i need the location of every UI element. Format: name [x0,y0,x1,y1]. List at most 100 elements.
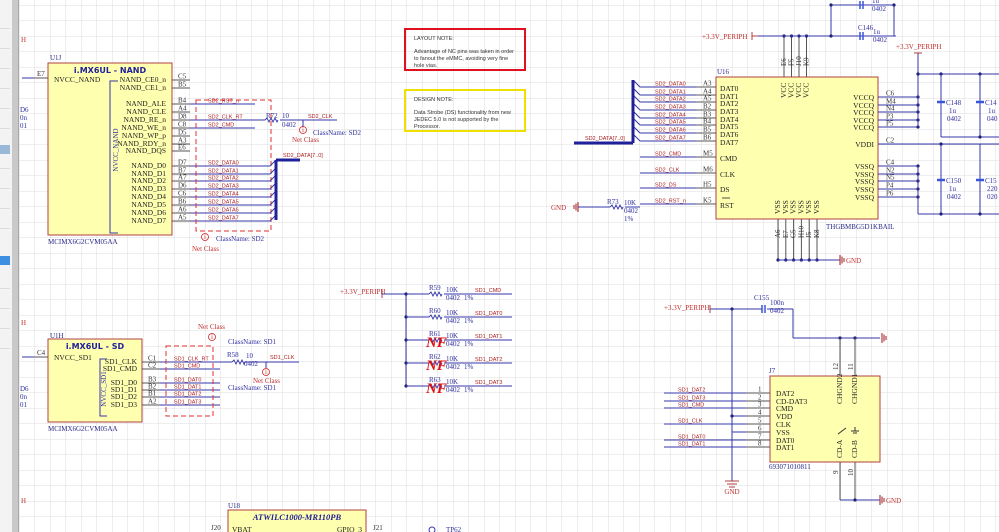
u1h-pin-name: SD1_D1 [111,385,138,394]
bus-entry [633,88,641,96]
net-label-sd2_rst_n: SD2_RST_n [655,199,686,205]
panel-list-item-highlighted[interactable] [0,145,10,154]
power-rail-label: +3.3V_PERIPH [702,33,747,41]
j7-pin-name: CD-B [850,440,859,458]
net-label-sd1_cmd: SD1_CMD [475,288,501,294]
net-label-sd2_data0: SD2_DATA0 [208,161,239,167]
net-label-sd1-clk: SD1_CLK [270,355,295,361]
u1h-power-bracket [99,358,107,417]
vertical-splitter[interactable] [12,0,19,532]
net-label-sd2_clk: SD2_CLK [655,168,680,174]
design-note-body: Data Strobe (DS) functionality from new … [414,109,511,130]
u1j-pin-name: NAND_D6 [131,208,166,217]
left-stub-label: D6 [20,385,29,393]
u16-pin-name: CMD [720,154,738,163]
u1j-pin-name: NAND_WE_n [121,123,166,132]
u16-pin-num: P3 [886,113,894,121]
u1h-pin-num: C1 [148,355,157,363]
j7-pin-num: 4 [758,409,762,417]
j7-part-number: 693071010811 [769,463,811,471]
u16-pin-num: A5 [703,95,712,103]
c149-package: 040 [987,115,998,123]
u16-pin-num: M6 [703,166,713,174]
u1h-pin-name: SD1_D2 [111,392,138,401]
left-stub-label: 0n [20,393,28,401]
gnd-label-u16: GND [846,257,861,265]
u1j-pin-num: D5 [178,129,187,137]
netclass-icon-sd1 [208,333,216,341]
u16-pin-name: DS [720,185,730,194]
bus-entry [633,134,641,142]
r72-designator: R72 [266,112,278,120]
r73-package: 0402 [624,207,639,215]
j7-pin-num: 12 [832,363,840,371]
u1j-pin-name: NAND_D1 [131,169,166,178]
u1j-pin-num: E7 [37,70,45,78]
u16-pin-name: VCC [787,83,796,98]
u1j-pin-num: A3 [178,137,187,145]
net-label-sd1_clk_rt: SD1_CLK_RT [174,357,209,363]
classname-sd1-2: ClassName: SD1 [228,384,277,392]
u1j-pin-name: NAND_D5 [131,200,166,209]
c150-designator: C150 [946,177,962,185]
netclass-label-clk: Net Class [292,136,319,144]
c148-value: 1u [949,107,957,115]
net-label-sd2_cmd: SD2_CMD [208,123,234,129]
net-label-sd2_data6: SD2_DATA6 [655,128,686,134]
u1j-pin-num: C6 [178,190,187,198]
pullup-rail-label: +3.3V_PERIPH [340,288,385,296]
netclass-icon-glyph: i [204,233,206,241]
u1j-pin-name: NAND_D0 [131,161,166,170]
cap-top-package: 0402 [872,5,887,13]
bus-entry [633,95,641,103]
u1h-pin-num: A2 [148,398,157,406]
panel-list-item-selected[interactable] [0,256,10,265]
u16-body [715,76,879,220]
j7-pin-name: CD-A [835,439,844,458]
j7-pin-name: DAT1 [776,443,795,452]
c148-package: 0402 [947,115,962,123]
u18-body [227,509,367,532]
net-label-sd1_dat0: SD1_DAT0 [475,311,502,317]
j7-pin-num: 2 [758,394,762,402]
c151-package: 020 [987,193,998,201]
u18-pin-vbat: VBAT [232,525,252,532]
u1h-pin-num: C2 [148,362,157,370]
resistor-tolerance: 1% [464,317,474,325]
net-label-sd1_dat3: SD1_DAT3 [475,380,502,386]
net-label-sd1_cmd: SD1_CMD [174,364,200,370]
u16-pin-num: C2 [886,137,895,145]
u16-pin-num: M4 [886,98,896,106]
bus-label-sd2-data-u16: SD2_DATA[7..0] [585,136,625,142]
netclass-label-sd1: Net Class [198,323,225,331]
u1h-title: i.MX6UL - SD [66,342,125,351]
netclass-icon-sd1-clk-glyph: i [265,368,267,376]
switch-icon [837,427,847,435]
resistor-r59 [428,290,443,298]
u16-pin-num: E7 [782,230,790,238]
r58-designator: R58 [227,351,239,359]
c150-package: 0402 [947,193,962,201]
u1j-pin-name: NAND_WP_p [122,131,166,140]
net-label-sd2_data3: SD2_DATA3 [655,105,686,111]
c148-designator: C148 [946,99,962,107]
u16-pin-name: VSSQ [855,162,875,171]
u16-pin-name: VCCQ [853,108,874,117]
net-label-sd2_data4: SD2_DATA4 [655,113,686,119]
c146-value: 1u [873,28,881,36]
u16-pin-num: N5 [886,174,895,182]
zone-label-h-3: H [21,497,26,505]
resistor-package: 0402 [446,363,461,371]
u16-pin-name: VSSQ [855,177,875,186]
resistor-r62 [428,359,443,367]
c146-package: 0402 [873,36,888,44]
u16-designator: U16 [717,68,730,76]
tp62-label: TP62 [446,526,462,532]
r72-value: 10 [282,112,290,120]
u1h-designator: U1H [50,332,64,340]
net-label-sd2_data3: SD2_DATA3 [208,184,239,190]
u1j-pin-name: NAND_D4 [131,192,166,201]
u16-pin-num: A3 [703,80,712,88]
u1j-group-label: NVCC_NAND [112,128,120,171]
